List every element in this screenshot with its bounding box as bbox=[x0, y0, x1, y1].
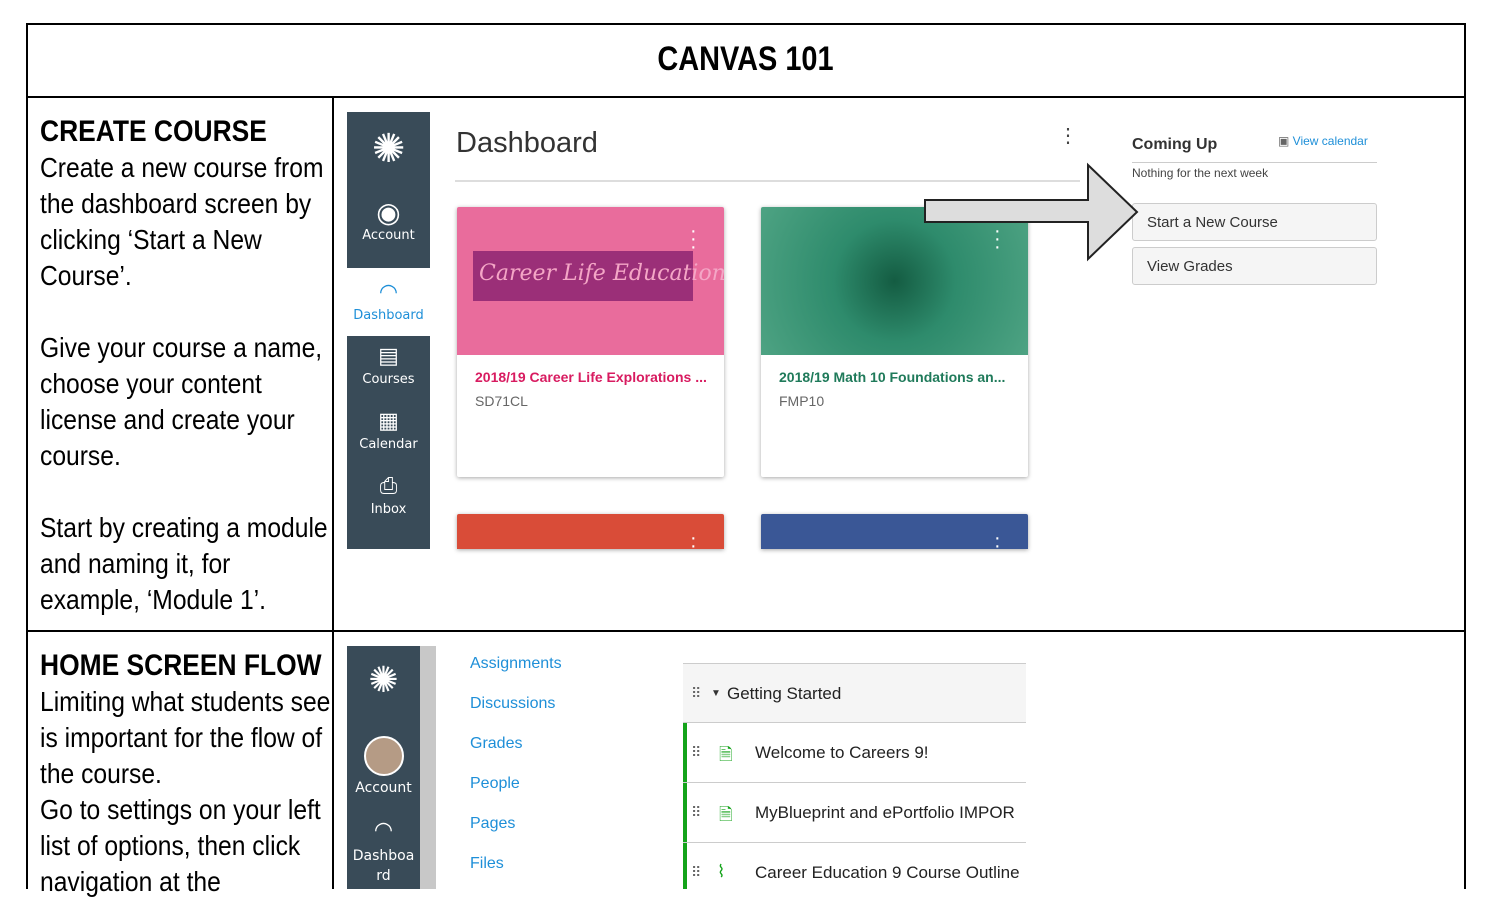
course-card[interactable]: ·· bbox=[457, 514, 724, 549]
module-item-title: Welcome to Careers 9! bbox=[755, 743, 929, 762]
nav-dashboard[interactable]: ◠ Dashboard bbox=[347, 268, 430, 336]
page-title: Dashboard bbox=[456, 127, 598, 159]
course-code: FMP10 bbox=[779, 393, 825, 409]
nav-label: Dashboa rd bbox=[352, 848, 415, 884]
avatar bbox=[363, 736, 404, 776]
book-icon: ▤ bbox=[378, 344, 399, 369]
drag-handle-icon[interactable]: ⠿ bbox=[691, 804, 701, 820]
nav-dashboard[interactable]: ◠ Dashboa rd bbox=[347, 818, 420, 886]
course-code: SD71CL bbox=[475, 393, 528, 409]
module-header[interactable]: ⠿ ▼ Getting Started bbox=[683, 663, 1026, 723]
scrollbar[interactable] bbox=[420, 646, 436, 889]
drag-handle-icon[interactable]: ⠿ bbox=[691, 864, 701, 880]
page-icon: 🗎 bbox=[719, 745, 733, 764]
nav-calendar[interactable]: ▦ Calendar bbox=[347, 409, 430, 452]
collapse-caret-icon[interactable]: ▼ bbox=[711, 688, 721, 699]
section-paragraph: Create a new course from the dashboard s… bbox=[40, 152, 324, 291]
user-icon: ◉ bbox=[376, 196, 401, 229]
nav-label: Account bbox=[355, 780, 412, 796]
course-nav-grades[interactable]: Grades bbox=[470, 735, 523, 752]
global-nav: ✺ Account ◠ Dashboa rd bbox=[347, 646, 420, 889]
start-new-course-button[interactable]: Start a New Course bbox=[1132, 203, 1377, 241]
card-options-icon[interactable]: ··· bbox=[994, 220, 1001, 258]
course-card[interactable]: ·· bbox=[761, 514, 1028, 549]
section-paragraph: Start by creating a module and naming it… bbox=[40, 512, 328, 615]
nav-label: Calendar bbox=[359, 437, 418, 452]
module-item[interactable]: ⠿ 🗎 MyBlueprint and ePortfolio IMPOR bbox=[683, 783, 1026, 843]
divider bbox=[1132, 162, 1377, 163]
section-paragraph: Go to settings on your left list of opti… bbox=[40, 794, 321, 897]
view-grades-button[interactable]: View Grades bbox=[1132, 247, 1377, 285]
gauge-icon: ◠ bbox=[373, 818, 394, 843]
nav-label: Dashboard bbox=[353, 308, 424, 323]
page-icon: 🗎 bbox=[719, 805, 733, 824]
dashboard-options-icon[interactable]: ⋮ bbox=[1058, 125, 1078, 147]
nav-account[interactable]: Account bbox=[347, 736, 420, 796]
table-row-divider bbox=[26, 630, 1466, 632]
section-heading: HOME SCREEN FLOW bbox=[40, 649, 322, 682]
course-card[interactable]: ··· 2018/19 Math 10 Foundations an... FM… bbox=[761, 207, 1028, 477]
table-border-top bbox=[26, 23, 1466, 25]
table-border-left bbox=[26, 23, 28, 889]
divider bbox=[455, 180, 1080, 182]
course-nav-files[interactable]: Files bbox=[470, 855, 504, 872]
course-nav-pages[interactable]: Pages bbox=[470, 815, 516, 832]
paperclip-icon: ⌇ bbox=[717, 862, 726, 881]
coming-up-heading: Coming Up bbox=[1132, 136, 1218, 153]
arrow-annotation-icon bbox=[924, 162, 1139, 262]
course-title[interactable]: 2018/19 Career Life Explorations ... bbox=[475, 369, 707, 385]
nav-label: Account bbox=[362, 228, 415, 243]
module-item[interactable]: ⠿ 🗎 Welcome to Careers 9! bbox=[683, 723, 1026, 783]
card-options-icon[interactable]: ··· bbox=[690, 220, 697, 258]
drag-handle-icon[interactable]: ⠿ bbox=[691, 685, 701, 701]
table-border-right bbox=[1464, 23, 1466, 889]
calendar-icon: ▣ bbox=[1278, 134, 1293, 148]
course-title[interactable]: 2018/19 Math 10 Foundations an... bbox=[779, 369, 1006, 385]
section-home-screen-flow: HOME SCREEN FLOW Limiting what students … bbox=[40, 648, 330, 900]
module-item[interactable]: ⠿ ⌇ Career Education 9 Course Outline bbox=[683, 843, 1026, 903]
course-card[interactable]: Career Life Education 11 ··· 2018/19 Car… bbox=[457, 207, 724, 477]
section-create-course: CREATE COURSE Create a new course from t… bbox=[40, 114, 330, 654]
gauge-icon: ◠ bbox=[378, 280, 399, 305]
card-options-icon[interactable]: ·· bbox=[690, 527, 697, 549]
course-card-image: Career Life Education 11 ··· bbox=[457, 207, 724, 355]
table-row-divider bbox=[26, 96, 1466, 98]
card-options-icon[interactable]: ·· bbox=[994, 527, 1001, 549]
nav-inbox[interactable]: ⎙ Inbox bbox=[347, 474, 430, 517]
coming-up-empty: Nothing for the next week bbox=[1132, 166, 1269, 180]
global-nav: ✺ ◉Account ◠ Dashboard ▤ Courses ▦ Calendar… bbox=[347, 112, 430, 549]
module-title: Getting Started bbox=[727, 684, 842, 703]
section-heading: CREATE COURSE bbox=[40, 115, 267, 148]
nav-label: Courses bbox=[362, 372, 415, 387]
nav-account[interactable]: ◉Account bbox=[347, 196, 430, 244]
module-item-title: MyBlueprint and ePortfolio IMPOR bbox=[755, 803, 1015, 822]
calendar-icon: ▦ bbox=[378, 409, 399, 434]
inbox-icon: ⎙ bbox=[379, 474, 398, 499]
published-indicator bbox=[683, 723, 687, 889]
nav-label: Inbox bbox=[370, 502, 407, 517]
section-paragraph: Give your course a name, choose your con… bbox=[40, 332, 323, 471]
view-calendar-link[interactable]: ▣ View calendar bbox=[1278, 134, 1368, 148]
course-nav-people[interactable]: People bbox=[470, 775, 520, 792]
document-title: CANVAS 101 bbox=[657, 40, 834, 78]
course-card-image: ··· bbox=[761, 207, 1028, 355]
course-nav-discussions[interactable]: Discussions bbox=[470, 695, 556, 712]
drag-handle-icon[interactable]: ⠿ bbox=[691, 744, 701, 760]
nav-courses[interactable]: ▤ Courses bbox=[347, 344, 430, 387]
module-item-title: Career Education 9 Course Outline bbox=[755, 863, 1020, 882]
canvas-logo-icon[interactable]: ✺ bbox=[368, 660, 399, 701]
canvas-logo-icon[interactable]: ✺ bbox=[371, 126, 406, 172]
section-paragraph: Limiting what students see is important … bbox=[40, 686, 331, 789]
course-nav-assignments[interactable]: Assignments bbox=[470, 655, 562, 672]
course-image-text: Career Life Education 11 bbox=[473, 251, 724, 301]
view-calendar-label: View calendar bbox=[1292, 134, 1368, 148]
table-col-divider bbox=[332, 96, 334, 889]
